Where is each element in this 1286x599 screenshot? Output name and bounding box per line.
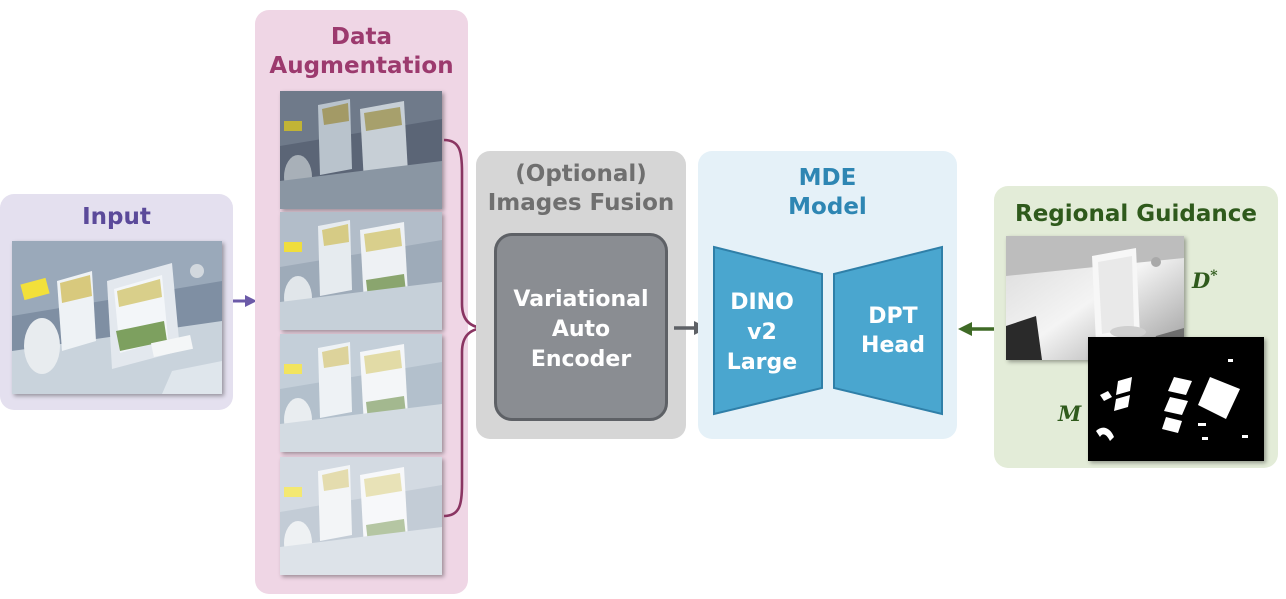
vae-label-line1: Variational xyxy=(513,287,649,312)
vae-label-line2: Auto xyxy=(551,317,611,342)
augmented-image-1 xyxy=(280,91,442,209)
decoder-label-line1: DPT xyxy=(868,304,917,329)
vae-box: Variational Auto Encoder xyxy=(494,233,668,421)
encoder-label-line1: DINO xyxy=(730,290,794,315)
augmented-image-3 xyxy=(280,334,442,452)
arrow-input-to-augmentation xyxy=(233,295,257,307)
guidance-title: Regional Guidance xyxy=(1015,201,1257,227)
vae-label-line3: Encoder xyxy=(530,347,632,372)
dpt-head-block xyxy=(833,245,943,416)
depth-label-letter: D xyxy=(1192,268,1211,293)
decoder-label-line2: Head xyxy=(861,333,925,358)
augmentation-title-line2: Augmentation xyxy=(269,53,454,79)
augmentation-title-line1: Data xyxy=(330,24,393,50)
augmented-image-2 xyxy=(280,212,442,330)
mde-title-line2: Model xyxy=(788,194,867,220)
fusion-title-line1: (Optional) xyxy=(515,161,647,187)
dino-encoder-block xyxy=(713,245,823,416)
encoder-label-line2: v2 xyxy=(747,320,777,345)
depth-label: D* xyxy=(1192,268,1218,293)
encoder-label-line3: Large xyxy=(727,350,797,375)
depth-label-superscript: * xyxy=(1210,268,1218,284)
arrow-guidance-to-mde xyxy=(958,322,994,336)
mde-blocks: DINO v2 Large DPT Head xyxy=(713,245,943,416)
mde-title-line1: MDE xyxy=(798,165,857,191)
input-image xyxy=(12,241,222,394)
input-title: Input xyxy=(82,204,151,230)
mask-image xyxy=(1088,337,1264,461)
fusion-title-line2: Images Fusion xyxy=(487,190,675,216)
augmented-image-4 xyxy=(280,457,442,575)
mask-label: M xyxy=(1058,401,1082,426)
